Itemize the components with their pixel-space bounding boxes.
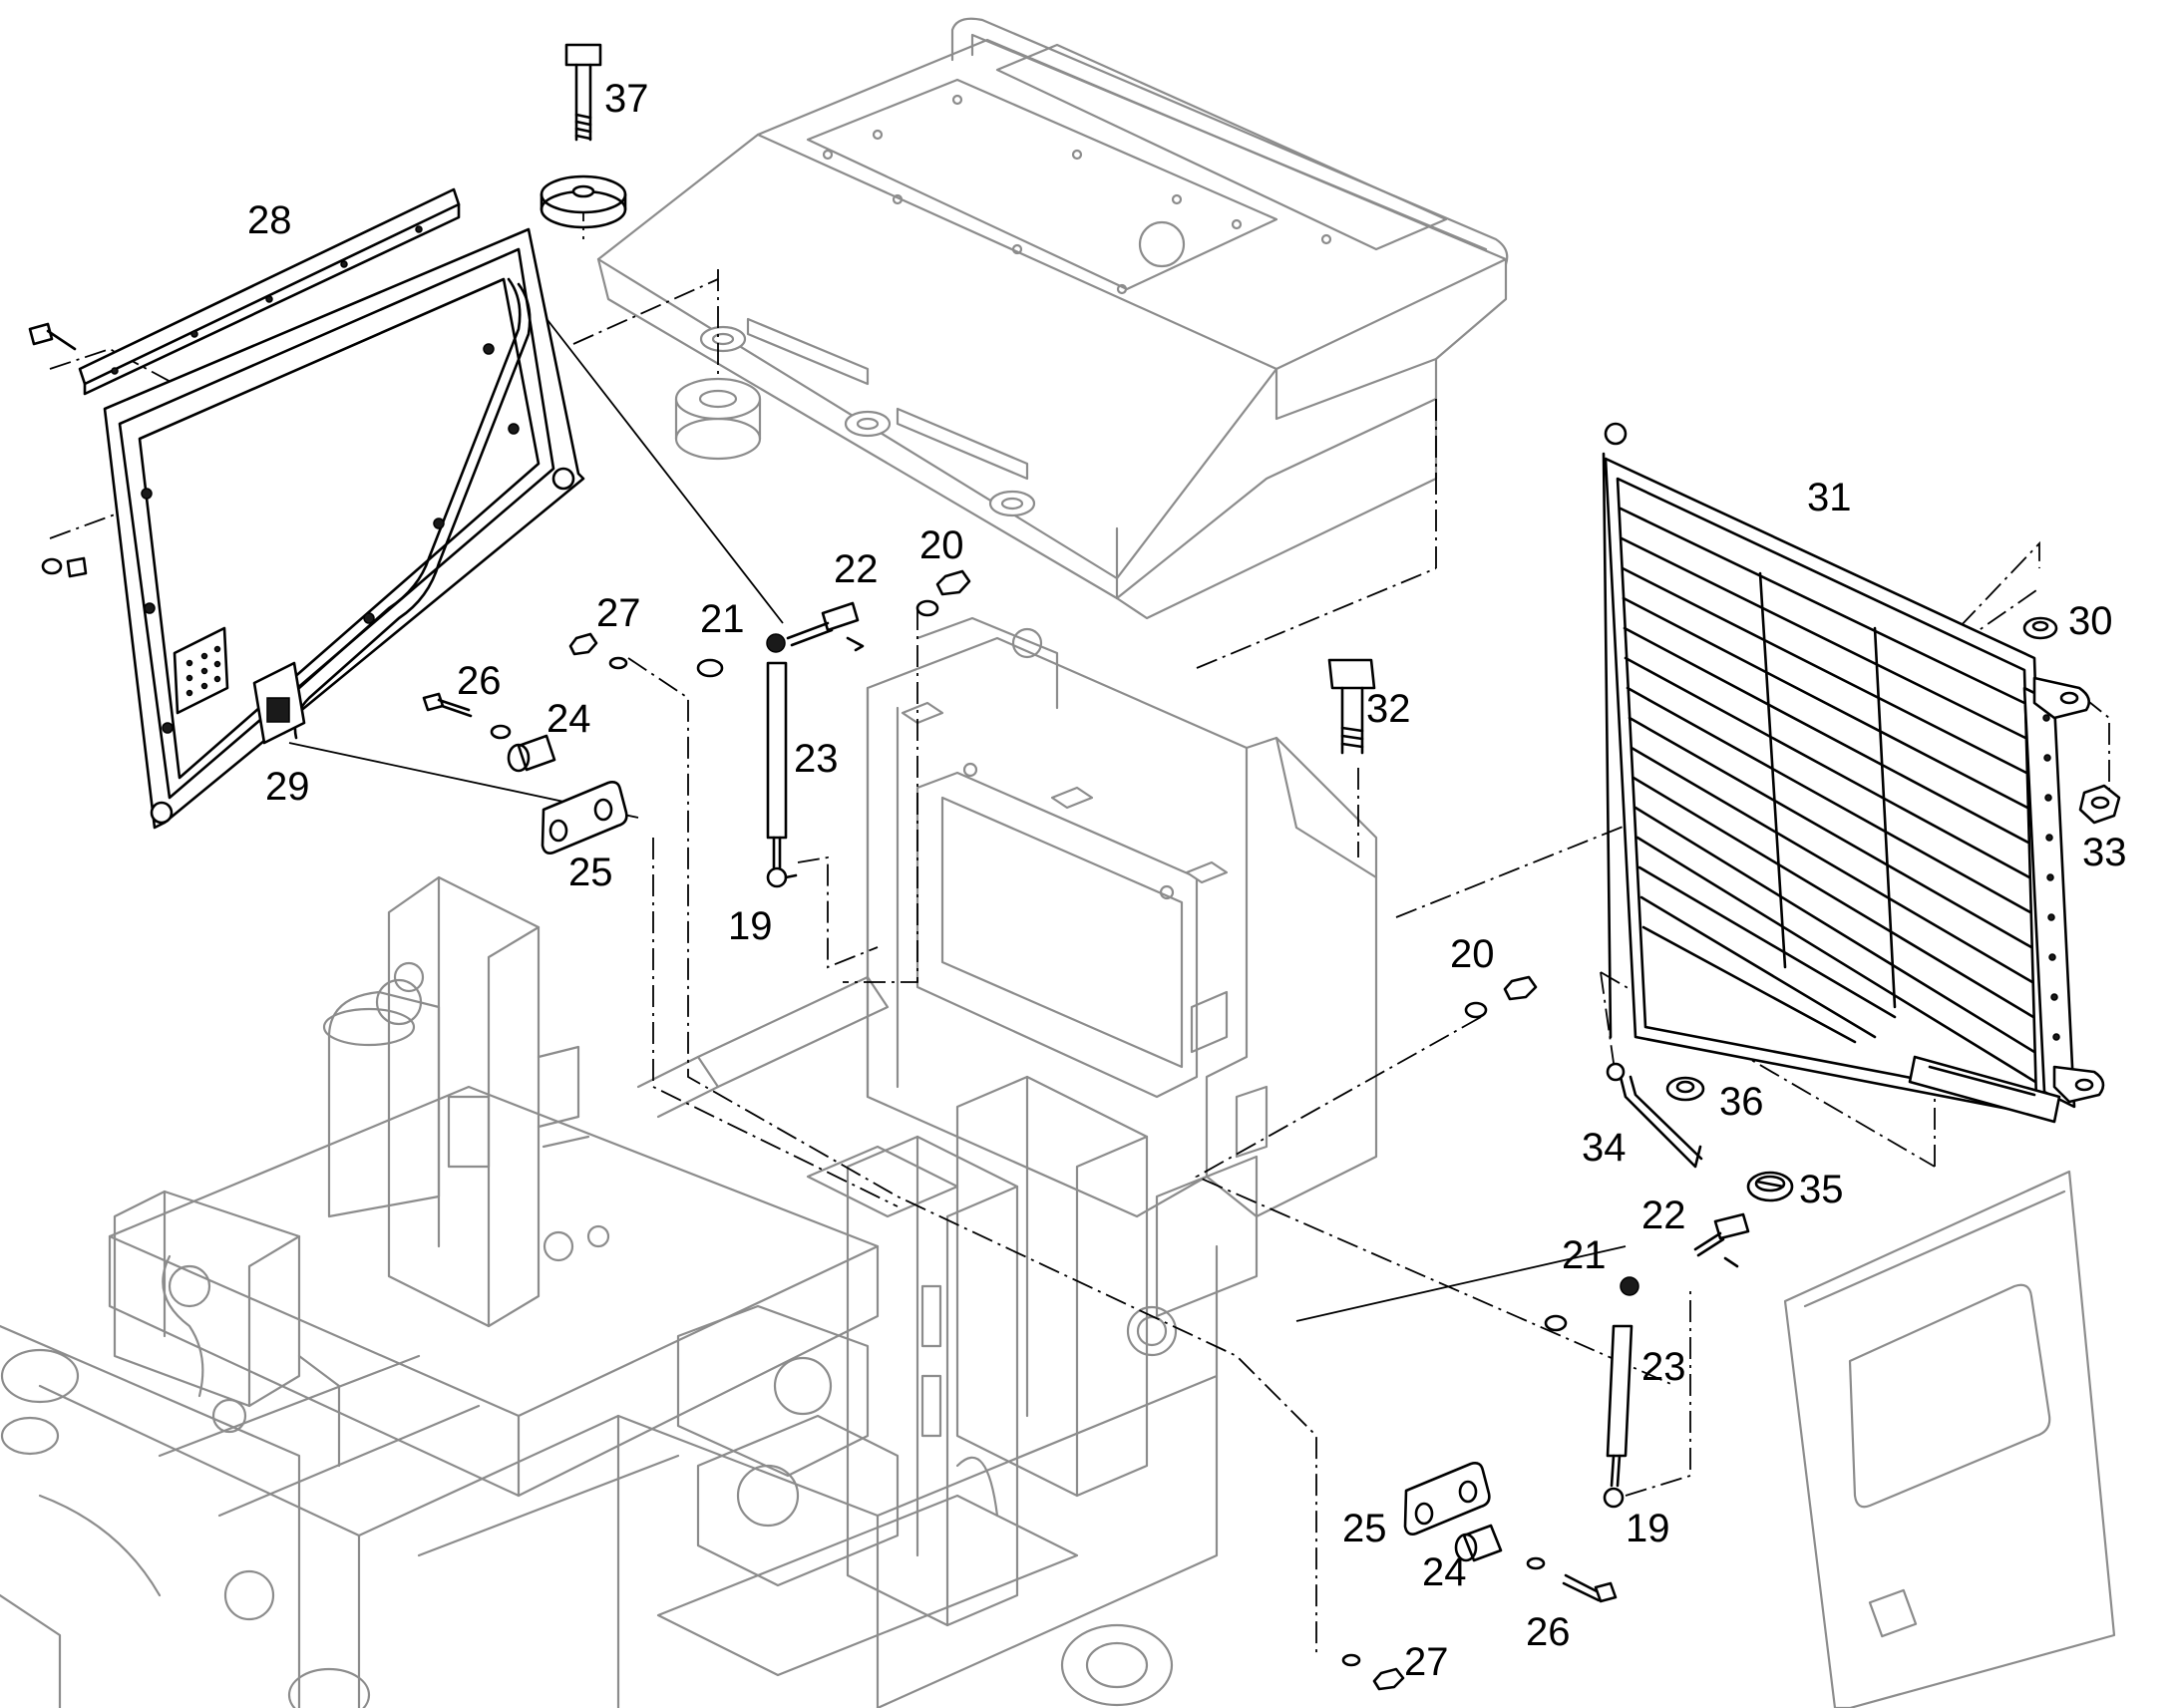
callout-27-upper: 27 [596,591,641,635]
roof-mount-damper [674,377,762,461]
callout-20-right: 20 [1450,932,1495,976]
latch-rod-34 [1606,1062,1703,1169]
callout-29: 29 [265,765,310,809]
washer-30 [2022,616,2058,640]
tank-column [322,875,610,1328]
callout-labels: 37 28 31 30 33 20 22 21 27 26 24 23 32 2… [247,77,2127,1684]
side-door-panel [1783,1170,2116,1708]
door-frame-28 [78,187,585,830]
gas-strut-upper [696,601,865,888]
callout-36: 36 [1719,1080,1764,1124]
nut-27-upper [568,632,628,670]
callout-28: 28 [247,198,292,242]
mount-bushing-upper [422,692,628,854]
nut-20-right [1464,975,1538,1019]
grille-31 [1602,422,2105,1124]
center-column [676,1135,1019,1627]
callout-35: 35 [1799,1168,1844,1211]
callout-19-upper: 19 [728,904,773,948]
callout-37: 37 [604,77,649,121]
nut-33 [2078,784,2121,825]
callout-20-upper: 20 [919,523,964,567]
callout-26-lower: 26 [1526,1610,1571,1654]
door-fasteners [28,322,88,578]
chassis-frame [0,1085,1219,1708]
bolt-37 [540,43,627,229]
callout-22-upper: 22 [834,547,879,591]
washer-36 [1665,1076,1705,1102]
nut-27-lower [1341,1653,1405,1691]
roof-canopy [596,17,1509,620]
bolt-32 [1327,658,1376,755]
mount-bushing-lower [1403,1462,1618,1603]
callout-30: 30 [2068,599,2113,643]
callout-25-lower: 25 [1342,1507,1387,1550]
callout-31: 31 [1807,476,1852,519]
callout-25-upper: 25 [568,851,613,894]
callout-21-upper: 21 [700,597,745,641]
callout-34: 34 [1582,1126,1627,1170]
callout-26-upper: 26 [457,659,502,703]
callout-32: 32 [1366,687,1411,731]
callout-24-lower: 24 [1422,1550,1467,1594]
callout-33: 33 [2082,831,2127,874]
gas-strut-lower [1544,1212,1750,1509]
door-vent-mesh [173,626,229,715]
hydraulic-block [113,1190,341,1468]
callout-27-lower: 27 [1404,1640,1449,1684]
callout-24-upper: 24 [546,697,591,741]
callout-22-lower: 22 [1641,1194,1686,1237]
callout-19-lower: 19 [1626,1507,1670,1550]
cab-frame [636,616,1378,1498]
cap-35 [1746,1171,1794,1202]
callout-23-upper: 23 [794,737,839,781]
nut-20-upper [915,569,971,617]
callout-23-lower: 23 [1641,1345,1686,1389]
callout-21-lower: 21 [1562,1233,1607,1277]
